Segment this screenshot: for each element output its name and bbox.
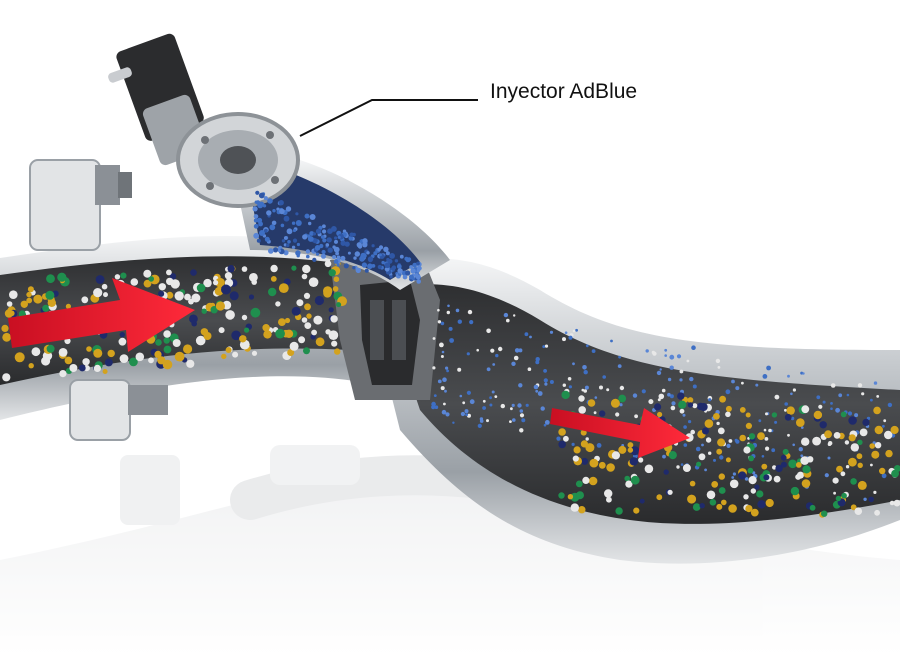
mixer-housing [330, 250, 440, 400]
flow-arrow-icon [8, 278, 195, 352]
pipe-bracket-lower [69, 379, 168, 441]
injector-callout-label: Inyector AdBlue [490, 80, 638, 103]
flow-arrow-icon-outlet [550, 408, 690, 458]
pipe-bracket-upper [29, 159, 132, 251]
callout-leader-line [299, 99, 478, 137]
outlet-pipe [360, 258, 900, 564]
injector-icon [108, 33, 300, 208]
